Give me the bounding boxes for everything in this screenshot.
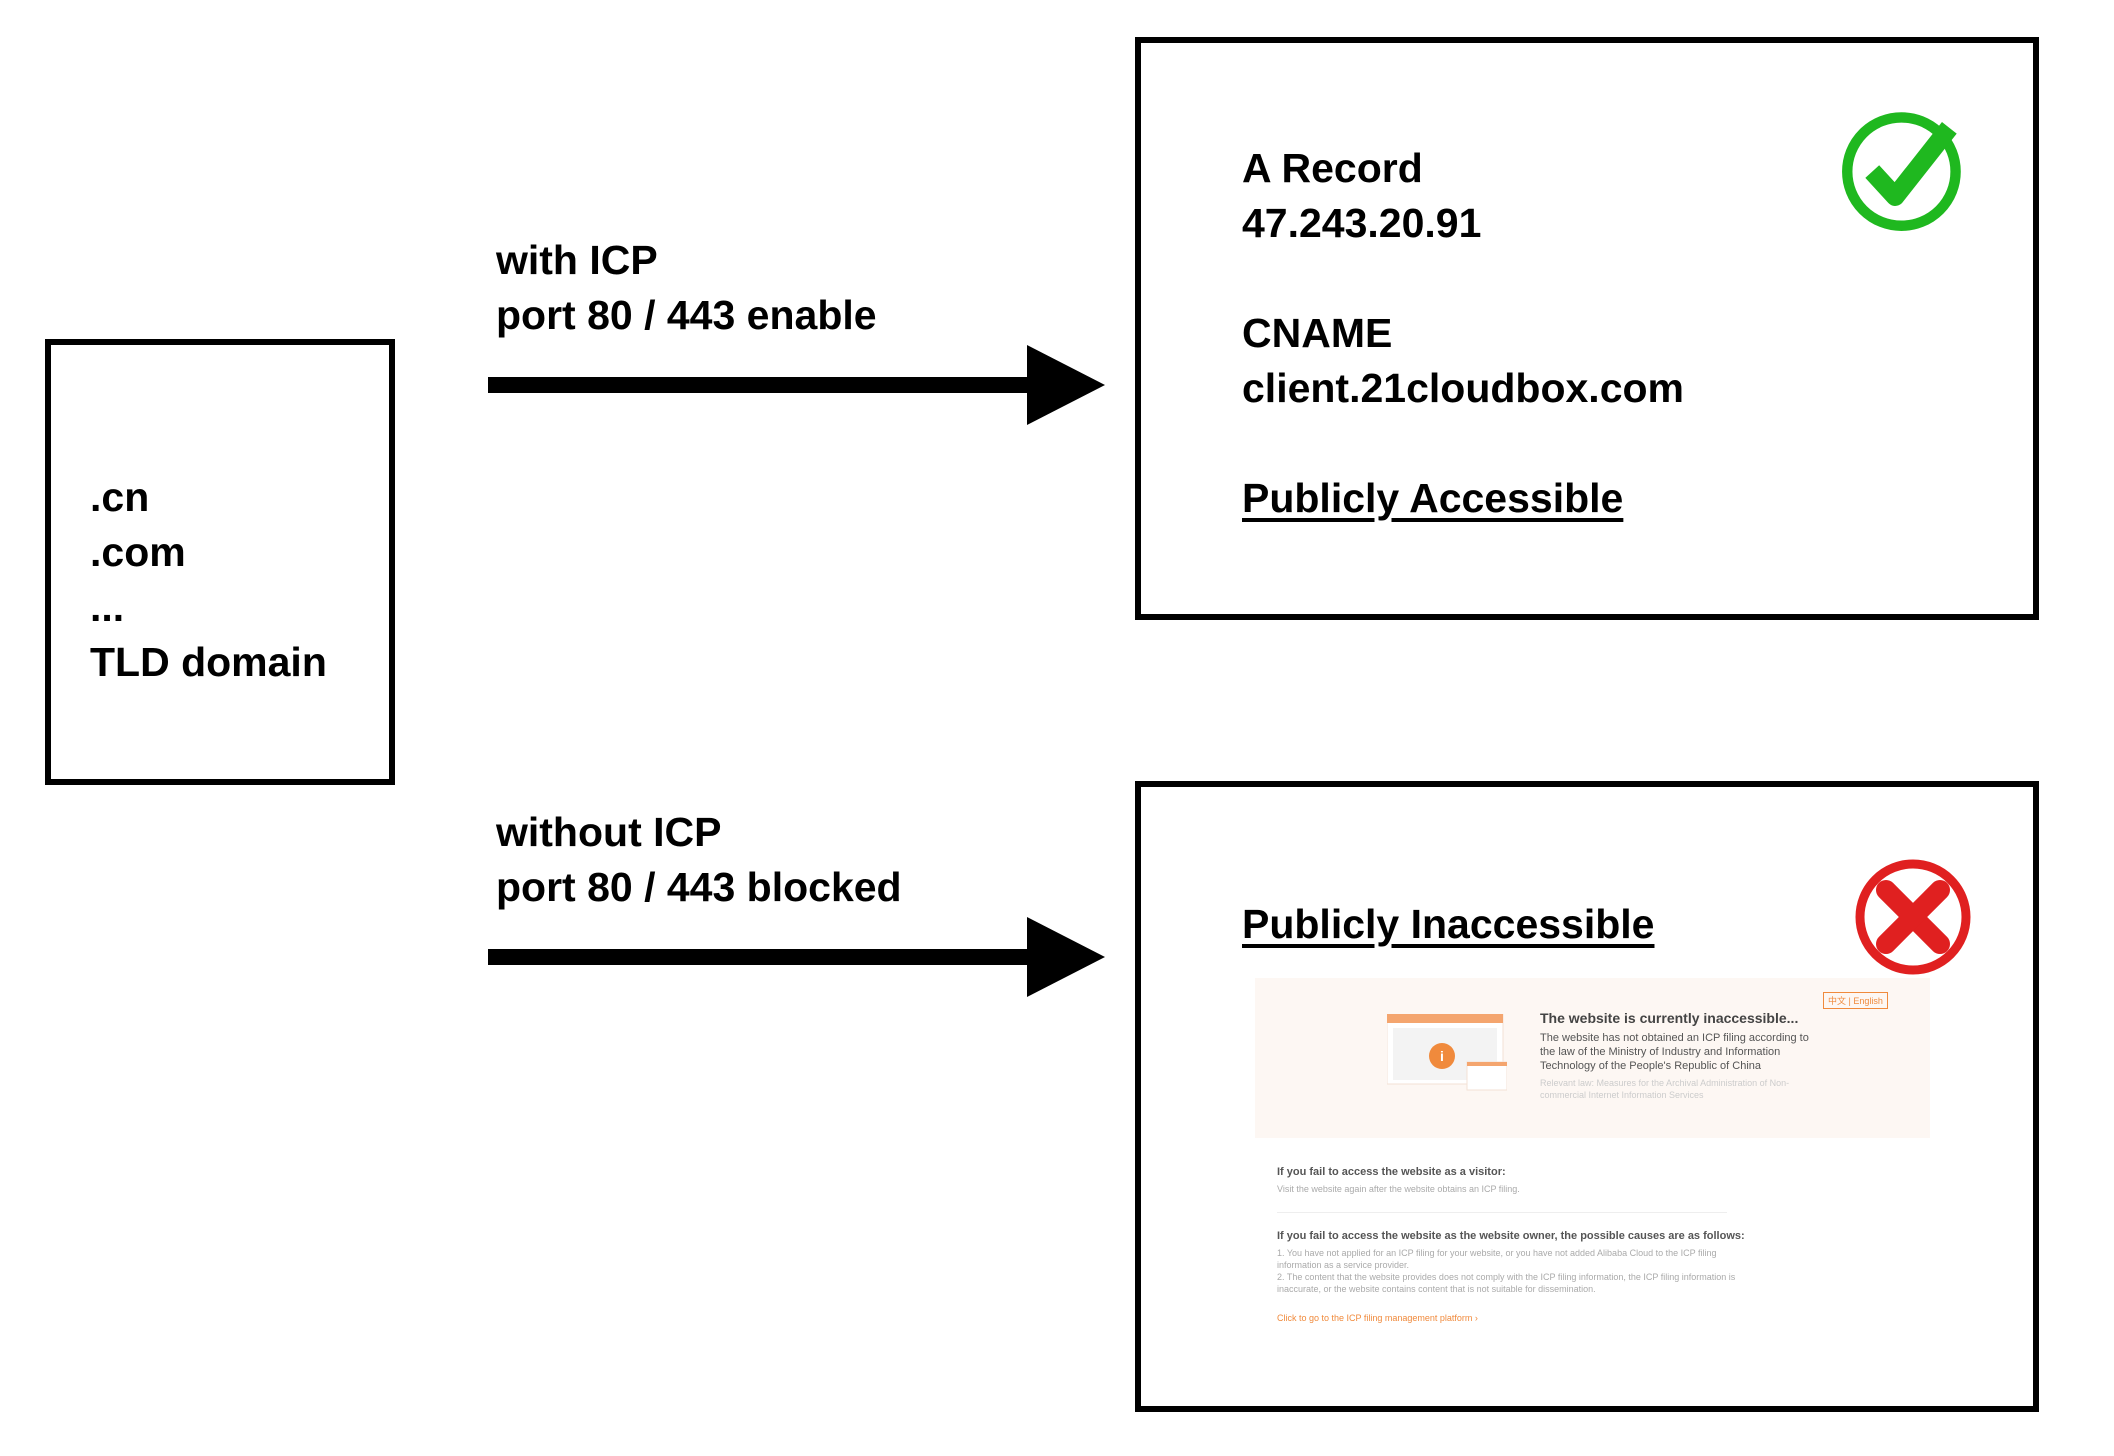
owner-item: 1. You have not applied for an ICP filin… [1277,1248,1717,1258]
without-icp-label: without ICP [496,809,722,855]
tld-domain-label: TLD domain [90,639,327,685]
port-enable-label: port 80 / 443 enable [496,292,877,338]
a-record-label: A Record [1242,145,1423,191]
accessible-box: A Record 47.243.20.91 CNAME client.21clo… [1135,37,2039,620]
a-record-value: 47.243.20.91 [1242,200,1482,246]
page-hero [1255,978,1930,1138]
page-desc-line: the law of the Ministry of Industry and … [1540,1046,1781,1058]
with-icp-label: with ICP [496,237,658,283]
page-law-line: commercial Internet Information Services [1540,1090,1704,1100]
language-switch[interactable]: 中文 | English [1823,992,1888,1009]
page-desc-line: The website has not obtained an ICP fili… [1540,1032,1809,1044]
browser-info-illustration: i [1387,1014,1507,1091]
page-title: The website is currently inaccessible... [1540,1010,1799,1026]
arrow-with-icp [488,345,1105,425]
icp-platform-link[interactable]: Click to go to the ICP filing management… [1277,1313,1478,1323]
tld-domain-box: .cn .com ... TLD domain [45,339,395,785]
port-blocked-label: port 80 / 443 blocked [496,864,902,910]
tld-com: .com [90,529,186,575]
svg-text:i: i [1440,1048,1444,1064]
cname-value: client.21cloudbox.com [1242,365,1684,411]
arrow-without-icp [488,917,1105,997]
accessible-status: Publicly Accessible [1242,475,1624,521]
tld-cn: .cn [90,474,150,520]
check-icon [1842,112,1961,231]
owner-item: 2. The content that the website provides… [1277,1272,1736,1282]
page-law-line: Relevant law: Measures for the Archival … [1540,1078,1790,1088]
x-icon [1855,859,1971,975]
tld-ellipsis: ... [90,584,125,630]
owner-item: inaccurate, or the website contains cont… [1277,1284,1596,1294]
icp-blocked-page-screenshot: 中文 | English i The website is currently … [1255,978,1930,1350]
page-desc-line: Technology of the People's Republic of C… [1540,1060,1762,1072]
cname-label: CNAME [1242,310,1393,356]
inaccessible-status: Publicly Inaccessible [1242,901,1655,947]
divider [1277,1212,1727,1213]
visitor-text: Visit the website again after the websit… [1277,1184,1520,1194]
owner-item: information as a service provider. [1277,1260,1410,1270]
visitor-heading: If you fail to access the website as a v… [1277,1166,1506,1178]
owner-heading: If you fail to access the website as the… [1277,1230,1745,1242]
